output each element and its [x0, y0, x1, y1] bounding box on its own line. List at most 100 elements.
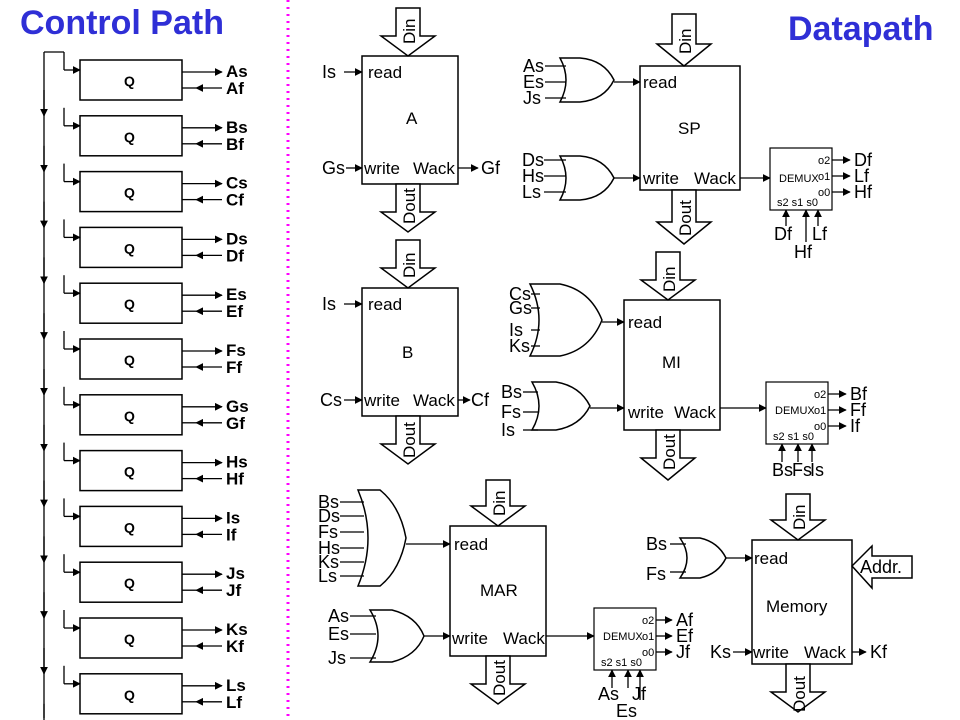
control-stage-box: [79, 115, 183, 157]
memory-addr-arrow: [850, 544, 913, 590]
register-sp: read SP write Wack Din Dout DEMUX o2 o1: [558, 13, 833, 245]
sp-demux-select-label: Df: [774, 224, 793, 244]
memory-dout-arrow: [768, 663, 828, 713]
control-stage-finish-signal: Ff: [226, 358, 242, 377]
reg-b-read-port: read: [368, 295, 402, 314]
memory-name: Memory: [766, 597, 828, 616]
mar-write-or-gate: [368, 609, 425, 663]
mi-dout-label: Dout: [660, 434, 679, 470]
mi-read-input-label: Is: [509, 320, 523, 340]
mi-read-input-label: Cs: [509, 284, 531, 304]
mar-demux-select-label: Es: [616, 701, 637, 720]
mi-write-port: write: [627, 403, 664, 422]
sp-write-input-label: Hs: [522, 166, 544, 186]
reg-a-dout-label: Dout: [400, 188, 419, 224]
mi-read-or-gate: [528, 283, 603, 357]
mar-demux-output: Af: [676, 610, 694, 630]
control-stage-box: [79, 673, 183, 715]
sp-demux-output: Df: [854, 150, 873, 170]
reg-b-write-signal: Cs: [320, 390, 342, 410]
control-stage-q: Q: [124, 464, 135, 480]
mar-demux-select-label: As: [598, 684, 619, 704]
sp-demux-sel: s2 s1 s0: [777, 197, 818, 209]
mar-demux-o0: o0: [642, 647, 654, 659]
mi-demux-o2: o2: [814, 389, 826, 401]
control-stage-box: [79, 505, 183, 548]
sp-read-port: read: [643, 73, 677, 92]
mar-demux-o1: o1: [642, 631, 654, 643]
memory-read-port: read: [754, 549, 788, 568]
control-stage-q: Q: [124, 73, 135, 89]
register-b: read B write Wack Din Dout Is Cs Cf: [320, 239, 490, 465]
control-stage-q: Q: [124, 129, 135, 145]
sp-demux-o1: o1: [818, 171, 830, 183]
datapath-title: Datapath: [788, 10, 934, 48]
mi-demux-name: DEMUX: [775, 405, 815, 417]
mar-demux: [593, 607, 657, 671]
memory-din-arrow: [768, 493, 828, 541]
reg-a-dout-arrow: [378, 183, 438, 233]
control-stage-start-signal: Ds: [226, 229, 248, 248]
mar-write-port: write: [451, 629, 488, 648]
mi-read-input-label: Ks: [509, 336, 530, 356]
reg-b-dout-arrow: [378, 415, 438, 465]
sp-demux-select-label: Lf: [812, 224, 828, 244]
sp-dout-label: Dout: [676, 200, 695, 236]
reg-b-name: B: [402, 343, 413, 362]
sp-read-input-label: As: [523, 56, 544, 76]
mi-demux-output: Bf: [850, 384, 868, 404]
reg-b-wack-port: Wack: [413, 391, 455, 410]
sp-read-input-label: Es: [523, 72, 544, 92]
control-stage-q: Q: [124, 352, 135, 368]
control-stage-start-signal: Fs: [226, 341, 246, 360]
reg-a-wack-port: Wack: [413, 159, 455, 178]
mi-demux-o1: o1: [814, 405, 826, 417]
mar-din-arrow: [468, 479, 528, 527]
control-stage-start-signal: Ks: [226, 620, 248, 639]
reg-b-read-signal: Is: [322, 294, 336, 314]
mar-demux-o2: o2: [642, 615, 654, 627]
memory-read-or-gate: [678, 537, 727, 579]
control-stage-box: [79, 282, 183, 324]
mi-demux-output: If: [850, 416, 861, 436]
reg-a-din-arrow: [378, 7, 438, 57]
control-stage-finish-signal: If: [226, 525, 237, 544]
memory-din-label: Din: [790, 504, 809, 530]
mi-demux-select-label: Is: [810, 460, 824, 480]
control-stage-box: [79, 170, 183, 213]
sp-dout-arrow: [654, 189, 714, 245]
mi-write-input-label: Is: [501, 420, 515, 440]
sp-write-input-label: Ds: [522, 150, 544, 170]
control-stage-finish-signal: Gf: [226, 414, 245, 433]
mar-read-or-gate: [356, 489, 407, 587]
control-stage-start-signal: Cs: [226, 174, 248, 193]
control-stage-q: Q: [124, 185, 135, 201]
mar-read-input-label: Ds: [318, 506, 340, 526]
sp-din-arrow: [654, 13, 714, 67]
control-stage-start-signal: Is: [226, 508, 240, 527]
control-stage-box: [79, 226, 183, 269]
control-stage-box: [79, 449, 183, 492]
mar-name: MAR: [480, 581, 518, 600]
control-stage-q: Q: [124, 240, 135, 256]
mar-dout-arrow: [468, 655, 528, 705]
mi-read-port: read: [628, 313, 662, 332]
control-stage-q: Q: [124, 631, 135, 647]
control-stage-start-signal: Js: [226, 564, 245, 583]
mi-wack-port: Wack: [674, 403, 716, 422]
sp-demux-select-label: Hf: [794, 242, 813, 262]
reg-b-dout-label: Dout: [400, 422, 419, 458]
mar-read-input-label: Ls: [318, 566, 337, 586]
mi-demux-select-label: Fs: [792, 460, 812, 480]
reg-a-din-label: Din: [400, 18, 419, 44]
mi-write-input-label: Fs: [501, 402, 521, 422]
